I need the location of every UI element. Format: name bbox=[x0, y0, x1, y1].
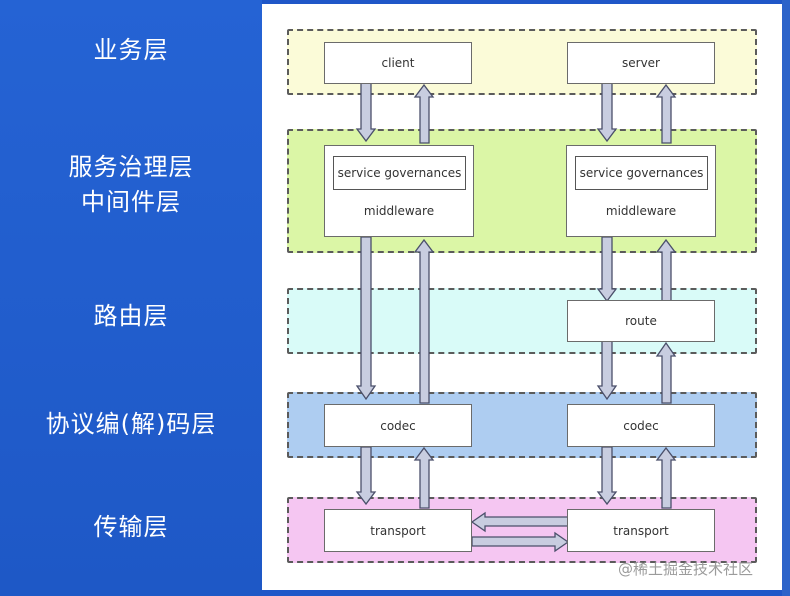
diagram-canvas: .a { fill:#c8cde0; stroke:#4a4f6a; strok… bbox=[262, 4, 782, 590]
layer-label-codec: 协议编(解)码层 bbox=[45, 410, 217, 438]
transport-label: transport bbox=[613, 523, 669, 538]
arrow-up-to-route bbox=[655, 341, 677, 404]
transport-box-client: transport bbox=[324, 509, 472, 552]
route-box: route bbox=[567, 300, 715, 342]
arrow-up-to-server bbox=[655, 83, 677, 144]
layer-label-transport: 传输层 bbox=[93, 513, 169, 541]
arrow-transport-left-to-right bbox=[471, 531, 570, 553]
transport-label: transport bbox=[370, 523, 426, 538]
layer-label-governance: 服务治理层 中间件层 bbox=[68, 153, 194, 216]
arrow-up-to-codec-left bbox=[413, 446, 435, 509]
codec-box-server: codec bbox=[567, 404, 715, 447]
client-label: client bbox=[381, 56, 415, 70]
middleware-box-client: service governances middleware bbox=[324, 145, 474, 237]
codec-label: codec bbox=[623, 418, 659, 433]
codec-label: codec bbox=[380, 418, 416, 433]
arrow-codec-down-right bbox=[596, 446, 618, 506]
arrow-up-to-client bbox=[413, 83, 435, 144]
arrow-server-down bbox=[596, 82, 618, 143]
arrow-client-down bbox=[355, 82, 377, 143]
route-label: route bbox=[625, 314, 657, 328]
arrow-up-to-middleware-left bbox=[413, 238, 435, 404]
service-governances-label: service governances bbox=[579, 165, 704, 180]
client-box: client bbox=[324, 42, 472, 84]
watermark-text: @稀土掘金技术社区 bbox=[618, 560, 754, 578]
middleware-box-server: service governances middleware bbox=[566, 145, 716, 237]
server-box: server bbox=[567, 42, 715, 84]
flow-arrows: .a { fill:#c8cde0; stroke:#4a4f6a; strok… bbox=[355, 82, 677, 553]
arrow-route-down bbox=[596, 339, 618, 401]
arrow-up-to-codec-right bbox=[655, 446, 677, 509]
layer-label-route: 路由层 bbox=[93, 302, 169, 330]
arrow-codec-down-left bbox=[355, 446, 377, 506]
middleware-label: middleware bbox=[363, 204, 435, 218]
arrow-middleware-down-right bbox=[596, 236, 618, 303]
middleware-label: middleware bbox=[605, 204, 677, 218]
layer-label-business: 业务层 bbox=[93, 36, 169, 64]
layer-label-panel: 业务层 服务治理层 中间件层 路由层 协议编(解)码层 传输层 bbox=[0, 0, 262, 596]
service-governances-label: service governances bbox=[337, 165, 462, 180]
service-governances-box-server: service governances bbox=[575, 156, 708, 190]
transport-box-server: transport bbox=[567, 509, 715, 552]
arrow-up-to-middleware-right bbox=[655, 238, 677, 306]
server-label: server bbox=[622, 56, 660, 70]
slide-right-edge bbox=[782, 0, 790, 596]
codec-box-client: codec bbox=[324, 404, 472, 447]
arrow-transport-right-to-left bbox=[470, 511, 569, 533]
arrow-middleware-down-left bbox=[355, 236, 377, 401]
service-governances-box-client: service governances bbox=[333, 156, 466, 190]
